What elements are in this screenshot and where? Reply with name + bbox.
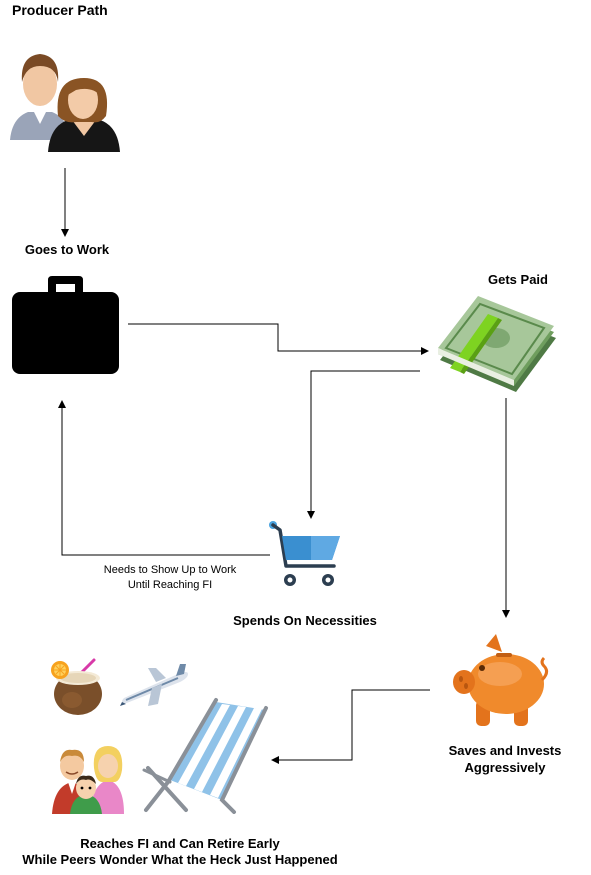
diagram-title: Producer Path <box>12 2 108 18</box>
node-label-retire-line2: While Peers Wonder What the Heck Just Ha… <box>22 852 338 867</box>
piggy-bank-icon <box>453 634 549 726</box>
edge-paid-to-spend <box>307 370 420 519</box>
edge-work-to-paid <box>128 323 429 355</box>
edge-spend-to-work <box>58 400 270 556</box>
edge-save-to-retire <box>271 689 430 764</box>
coconut-drink-icon <box>51 658 102 715</box>
edge-label-loop-line2: Until Reaching FI <box>127 579 213 591</box>
family-icon <box>52 746 124 814</box>
people-icon <box>10 54 120 152</box>
node-label-paid: Gets Paid <box>488 272 548 287</box>
shopping-cart-icon <box>269 521 340 586</box>
node-label-save-line2: Aggressively <box>464 760 546 775</box>
airplane-icon <box>120 664 188 706</box>
edge-label-loop-line1: Needs to Show Up to Work <box>103 564 237 576</box>
beach-chair-icon <box>142 698 268 814</box>
node-label-retire-line1: Reaches FI and Can Retire Early <box>80 836 280 851</box>
briefcase-icon <box>12 276 119 374</box>
node-label-work: Goes to Work <box>24 242 110 257</box>
money-stack-icon <box>438 296 556 392</box>
node-label-spend: Spends On Necessities <box>233 613 377 628</box>
node-label-save-line1: Saves and Invests <box>448 743 562 758</box>
